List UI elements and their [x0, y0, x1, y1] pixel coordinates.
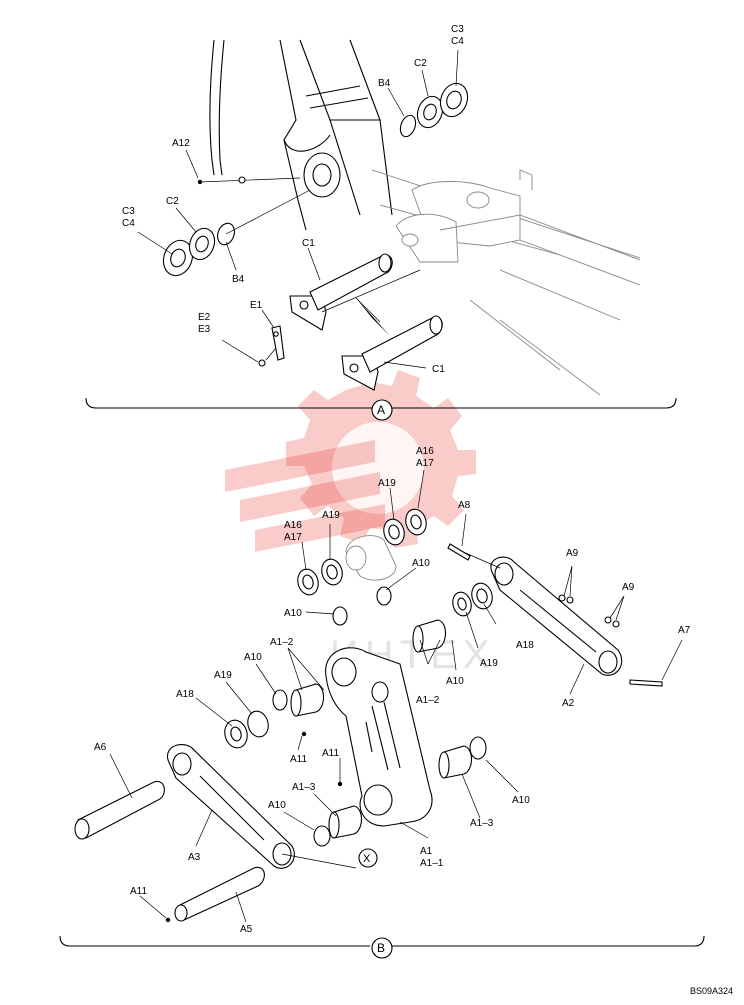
callout-b4-top: B4 [378, 78, 391, 89]
section-a-marker [371, 399, 393, 421]
callout-a10-right-low: A10 [446, 676, 464, 687]
lock-plate-e1 [258, 325, 285, 367]
pin-c1-lower [341, 315, 443, 391]
callout-a9-right: A9 [622, 582, 635, 593]
section-b-label: B [377, 941, 385, 955]
callout-a1-2-right: A1–2 [416, 695, 440, 706]
callout-a10-bottom-left: A10 [268, 800, 286, 811]
callout-a19-left: A19 [322, 510, 340, 521]
callout-a18-right: A18 [516, 640, 534, 651]
watermark-logo: ИНТЕХ [225, 370, 489, 677]
section-a-label: A [377, 403, 385, 417]
callout-a10-top: A10 [412, 558, 430, 569]
callout-a1-3-left: A1–3 [292, 782, 316, 793]
callout-a12: A12 [172, 138, 190, 149]
callout-b4-left: B4 [232, 274, 245, 285]
callout-a11-left: A11 [290, 754, 307, 765]
link-a2 [490, 556, 623, 676]
section-a-bracket [85, 397, 677, 409]
pin-c1-upper [289, 253, 393, 331]
boom-structure [209, 39, 641, 396]
callout-a18-left: A18 [176, 689, 194, 700]
link-a3 [167, 744, 295, 869]
bushings [290, 619, 473, 839]
callout-a19-mid: A19 [214, 670, 232, 681]
callout-a11-mid: A11 [322, 748, 339, 759]
callout-c2-left: C2 [166, 196, 179, 207]
link-a1 [325, 647, 433, 827]
boss-ghost [345, 535, 397, 581]
callout-a1-2-left: A1–2 [270, 637, 294, 648]
callout-a10-mid: A10 [244, 652, 262, 663]
callout-a6: A6 [94, 742, 107, 753]
callout-c2-top: C2 [414, 58, 427, 69]
drawing-code: BS09A324 [690, 986, 733, 996]
direction-arrow [356, 298, 390, 336]
callout-a19-right: A19 [480, 658, 498, 669]
leader-lines [109, 49, 683, 923]
callout-c1-bottom: C1 [432, 364, 445, 375]
section-b-bracket [59, 935, 705, 947]
callout-a3: A3 [188, 852, 201, 863]
callout-a11-bottom: A11 [130, 886, 147, 897]
section-b-marker [371, 937, 393, 959]
pin-a6 [74, 780, 165, 840]
callout-a5: A5 [240, 924, 253, 935]
callout-a7: A7 [678, 625, 691, 636]
view-x-marker [358, 848, 378, 868]
callout-a10-left: A10 [284, 608, 302, 619]
callout-a2: A2 [562, 698, 575, 709]
callout-e1: E1 [250, 300, 263, 311]
callout-a10-bottom-right: A10 [512, 795, 530, 806]
washers-top [399, 82, 469, 138]
callout-a19-top: A19 [378, 478, 396, 489]
callout-c1-top: C1 [302, 238, 315, 249]
view-x-label: X [363, 853, 371, 865]
callout-a9-top: A9 [566, 548, 579, 559]
callout-a1-3-right: A1–3 [470, 818, 494, 829]
pin-a5 [174, 866, 265, 922]
washers-left [162, 222, 235, 277]
washers-upper [297, 508, 427, 596]
callout-a8: A8 [458, 500, 471, 511]
o-rings-a10 [272, 586, 487, 847]
